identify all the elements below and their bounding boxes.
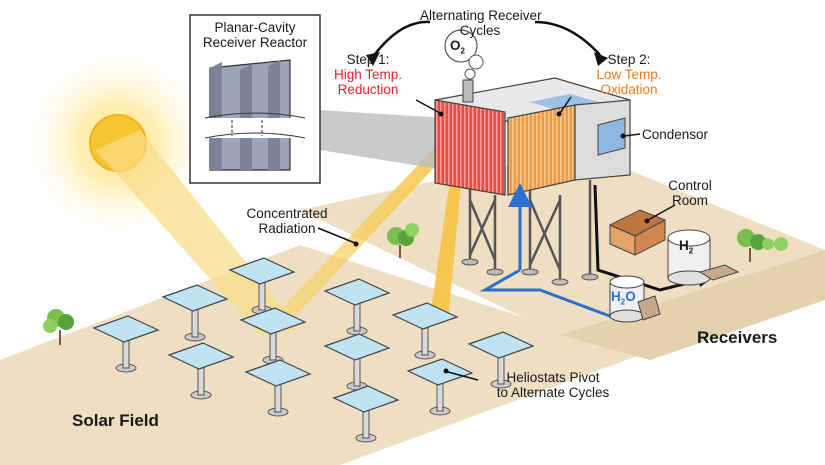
heliostat <box>406 358 474 416</box>
tree-group-right <box>737 229 788 262</box>
tower-structure <box>468 180 592 280</box>
step1-line2: Reduction <box>337 82 399 97</box>
heliostat <box>332 385 400 443</box>
h2-label: H2 <box>679 238 693 259</box>
step2-line1: Low Temp. <box>596 67 662 82</box>
concentrated-line1: Concentrated <box>246 206 328 221</box>
control-room <box>608 209 667 256</box>
h2-main: H <box>679 238 689 253</box>
cycle-arrow-head-left <box>366 52 380 66</box>
h2-sub: 2 <box>688 246 694 256</box>
inset-title-line2: Receiver Reactor <box>202 35 308 50</box>
condensor-label: Condensor <box>642 127 709 142</box>
reduction-chamber <box>434 99 506 196</box>
heliostats-line2: to Alternate Cycles <box>496 385 610 400</box>
receivers-ground-front <box>560 250 825 360</box>
inset-title: Planar-Cavity Receiver Reactor <box>192 20 318 50</box>
heliostat <box>323 278 391 336</box>
heliostat <box>467 331 535 389</box>
control-room-line2: Room <box>671 193 708 208</box>
o2-sub: 2 <box>460 46 465 56</box>
reactor-illustration <box>204 59 306 171</box>
heliostat <box>239 307 307 365</box>
control-room-line1: Control <box>668 178 712 193</box>
h2o-tank <box>609 275 661 323</box>
cycle-title-line2: Cycles <box>459 23 501 38</box>
cycle-arrow-head-right <box>594 52 608 66</box>
o2-label: O2 <box>450 38 465 59</box>
step1-title: Step 1: <box>346 52 390 67</box>
sunlight-beam <box>95 130 300 335</box>
cycle-arrow <box>370 20 601 59</box>
inset-connector <box>320 110 445 170</box>
o2-main: O <box>450 38 461 53</box>
cycle-title-line1: Alternating Receiver <box>420 8 542 23</box>
heliostats-label: Heliostats Pivot to Alternate Cycles <box>478 370 628 400</box>
tower-feet <box>461 258 599 286</box>
heliostat <box>167 342 235 400</box>
step2-title: Step 2: <box>607 52 651 67</box>
h2-tank <box>667 229 740 286</box>
receiver-ground <box>300 150 825 335</box>
control-room-label: Control Room <box>660 178 720 208</box>
inset-title-line1: Planar-Cavity <box>214 20 296 35</box>
step1-label: Step 1: High Temp. Reduction <box>322 52 414 97</box>
concentrated-beam-2 <box>430 145 465 320</box>
o2-puff-1 <box>468 54 484 70</box>
chimney <box>462 79 474 103</box>
leader-lines <box>317 96 676 381</box>
condensor-unit <box>597 117 626 156</box>
heliostat <box>244 359 312 417</box>
h2o-main: H <box>611 289 621 304</box>
heliostat <box>92 315 160 373</box>
o2-bubble <box>444 29 478 63</box>
o2-puff-2 <box>464 68 476 80</box>
tree-group-left <box>43 309 74 345</box>
heliostats-line1: Heliostats Pivot <box>506 370 600 385</box>
concentrated-line2: Radiation <box>258 221 316 236</box>
step2-line2: Oxidation <box>600 82 658 97</box>
h2o-label: H2O <box>611 289 636 310</box>
leader-dots <box>353 111 650 374</box>
tree-group-mid <box>387 223 419 258</box>
heliostat <box>391 302 459 360</box>
step1-line1: High Temp. <box>333 67 403 82</box>
h2o-sub: 2 <box>620 297 626 307</box>
concentrated-radiation-label: Concentrated Radiation <box>232 206 342 236</box>
receivers-label: Receivers <box>697 328 778 347</box>
step2-label: Step 2: Low Temp. Oxidation <box>583 52 675 97</box>
cycle-title: Alternating Receiver Cycles <box>420 8 542 38</box>
concentrated-beam-1 <box>270 142 455 322</box>
oxidation-chamber <box>507 104 576 196</box>
heliostat-array <box>92 257 535 443</box>
heliostat <box>161 284 229 342</box>
h2o-tail: O <box>625 289 636 304</box>
solar-field-ground <box>0 245 640 465</box>
solar-field-label: Solar Field <box>72 411 159 430</box>
